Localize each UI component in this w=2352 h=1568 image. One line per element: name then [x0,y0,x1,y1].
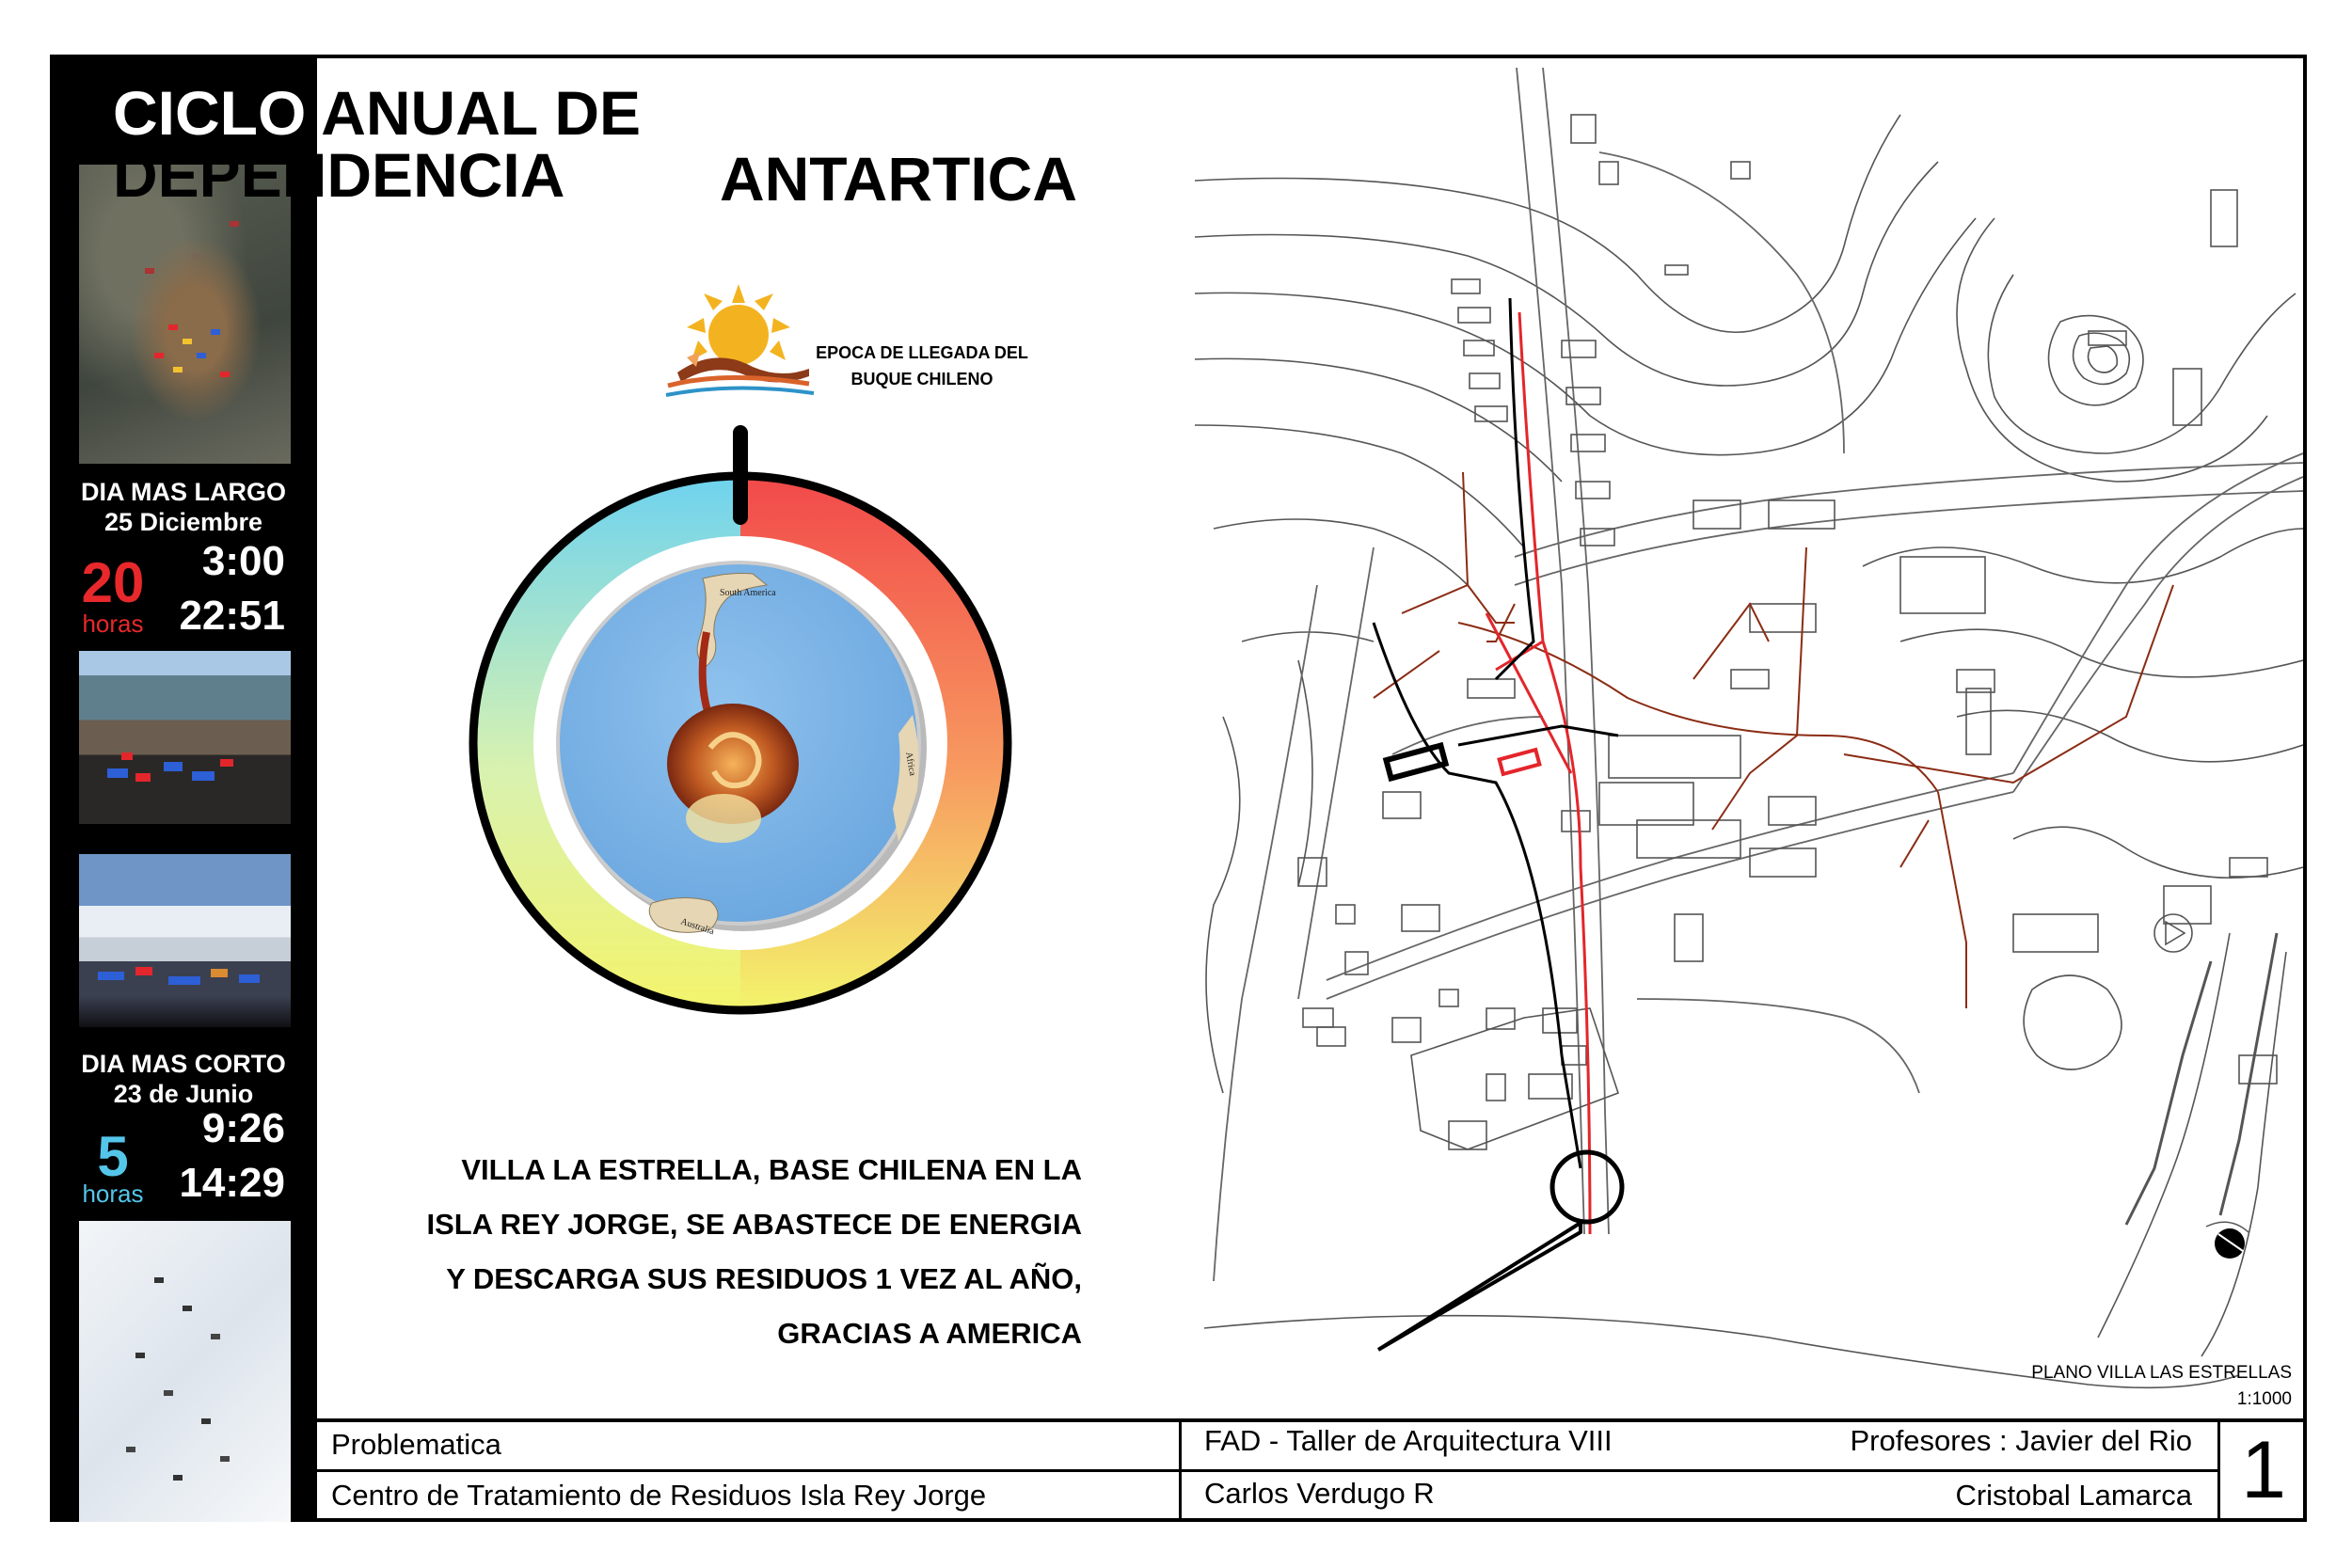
description-text: VILLA LA ESTRELLA, BASE CHILENA EN LA IS… [395,1143,1083,1361]
label-africa: Africa [903,752,917,778]
professors-label: Profesores : Javier del Rio [1850,1424,2192,1457]
sun-icon [665,284,815,397]
student-name: Cristobal Lamarca [1955,1479,2192,1512]
poster-title-line1: CICLO ANUAL DE DEPENDENCIA [113,82,1077,206]
base-photo-winter [79,854,291,1027]
description-line: VILLA LA ESTRELLA, BASE CHILENA EN LA [461,1153,1082,1186]
long-day-hours: 20 [81,551,145,614]
buildings [1297,114,2278,1150]
sheet-number: 1 [2241,1425,2286,1515]
title-rest: ANUAL DE DEPENDENCIA [113,78,642,210]
title-block-number-divider [2217,1418,2220,1522]
title-block-mid-border [317,1469,2217,1472]
sidebar: DIA MAS LARGO 25 Diciembre 20 horas 3:00… [50,55,317,1522]
title-word-ciclo: CICLO [113,78,307,148]
poster-title-line2: ANTARTICA [719,144,1077,214]
short-day-hours: 5 [97,1125,129,1188]
short-day-label: DIA MAS CORTO [81,1050,286,1078]
title-block-divider [1179,1418,1182,1522]
professor-2: Carlos Verdugo R [1204,1477,1435,1510]
long-day-sunset: 22:51 [179,593,285,639]
map-scale: 1:1000 [2236,1389,2292,1409]
long-day-date: 25 Diciembre [103,508,263,536]
course-name: FAD - Taller de Arquitectura VIII [1204,1424,1613,1457]
map-title: PLANO VILLA LAS ESTRELLAS [2031,1363,2292,1383]
topographic-contours [1194,114,2303,1389]
site-plan-map [1194,67,2303,1389]
short-day-sunrise: 9:26 [201,1105,285,1151]
short-day-sunset: 14:29 [179,1160,285,1206]
arrival-label-line2: BUQUE CHILENO [850,369,993,388]
aerial-photo-summer [79,165,291,464]
label-south-america: South America [720,588,776,598]
long-day-label: DIA MAS LARGO [81,478,286,506]
triangle-symbol [2153,913,2193,953]
map-caption: PLANO VILLA LAS ESTRELLAS 1:1000 [2031,1360,2292,1413]
short-day-hours-unit: horas [82,1180,144,1208]
roads [1213,67,2303,1282]
short-day-date: 23 de Junio [113,1080,254,1108]
world-globe: South America Africa Australia [556,561,927,937]
description-line: Y DESCARGA SUS RESIDUOS 1 VEZ AL AÑO, [446,1262,1082,1295]
arrival-label-line1: EPOCA DE LLEGADA DEL [816,343,1028,362]
waste-route [1372,297,1625,1352]
energy-line [1485,311,1592,1235]
north-arrow-icon [2205,1221,2249,1259]
title-block-top-border [317,1418,2307,1422]
topic-label: Problematica [331,1428,501,1461]
utility-network [1373,471,2174,1008]
annual-cycle-diagram: South America Africa Australia [469,425,1012,1015]
snow-aerial-photo [79,1221,291,1522]
serrated-ridge [2124,932,2279,1226]
arrival-season-label: EPOCA DE LLEGADA DEL BUQUE CHILENO [809,341,1035,393]
description-line: ISLA REY JORGE, SE ABASTECE DE ENERGIA [426,1208,1083,1241]
base-photo-summer [79,651,291,824]
project-name: Centro de Tratamiento de Residuos Isla R… [331,1479,987,1512]
long-day-sunrise: 3:00 [201,538,285,584]
description-line: GRACIAS A AMERICA [777,1317,1082,1350]
long-day-hours-unit: horas [82,610,144,638]
poster-sheet [50,55,2307,1522]
